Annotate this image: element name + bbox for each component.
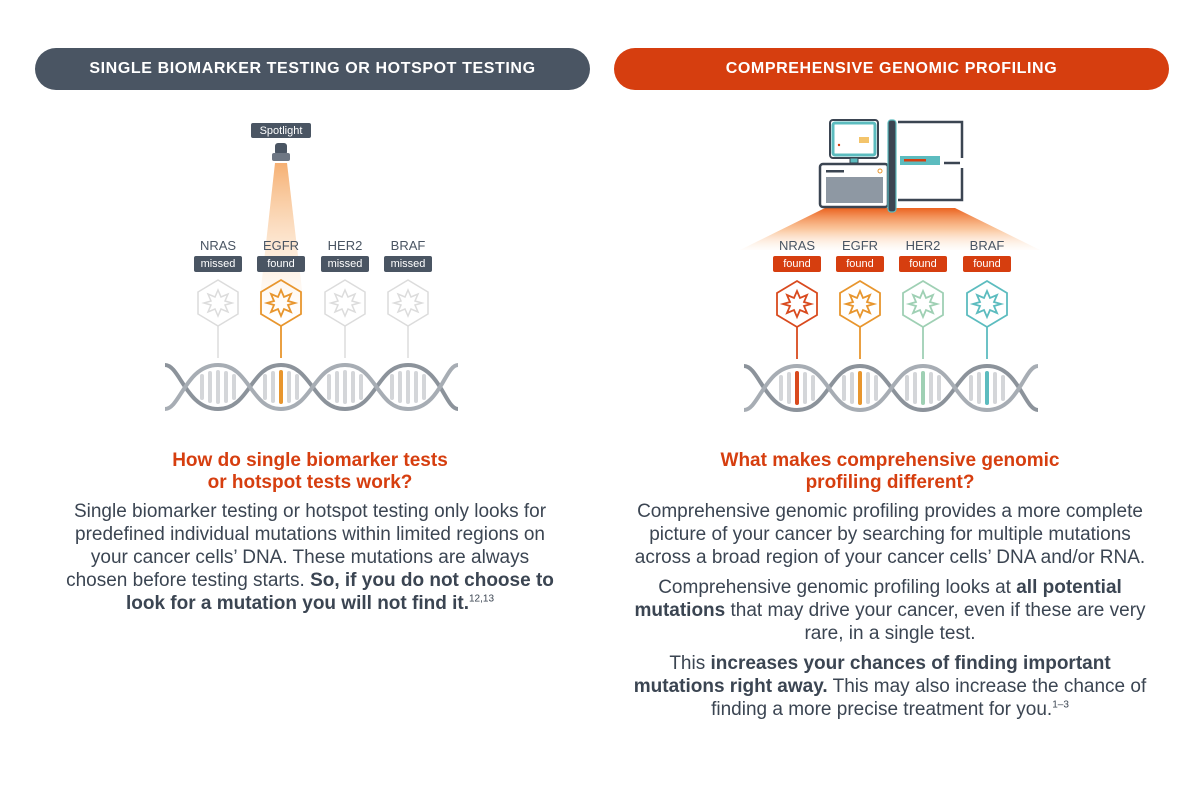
cgp-illustration: NRAS EGFR HER2 BRAF found found found fo…: [740, 110, 1040, 415]
body-emphasis: all potential mutations: [634, 577, 1122, 621]
cgp-paragraph-2: Comprehensive genomic profiling looks at…: [630, 576, 1150, 645]
hexagon-star-mutation-icon: [902, 279, 944, 359]
hexagon-star-mutation-icon: [197, 279, 239, 358]
gene-label-braf: BRAF: [969, 238, 1005, 253]
question-line: What makes comprehensive genomic: [720, 450, 1060, 471]
body-text: This: [669, 653, 711, 674]
sequencing-machine-icon: [818, 119, 964, 213]
single-biomarker-explanation: How do single biomarker tests or hotspot…: [60, 450, 560, 622]
single-biomarker-header-label: SINGLE BIOMARKER TESTING OR HOTSPOT TEST…: [89, 60, 536, 77]
mutation-markers: [197, 278, 429, 358]
status-badge-nras: found: [773, 256, 821, 272]
gene-label-egfr: EGFR: [841, 238, 879, 253]
single-biomarker-header: SINGLE BIOMARKER TESTING OR HOTSPOT TEST…: [35, 48, 590, 90]
reference-superscript: 12,13: [469, 593, 495, 605]
spotlight-label: Spotlight: [251, 123, 311, 138]
dna-helix-icon: [743, 363, 1039, 413]
cgp-paragraph-1: Comprehensive genomic profiling provides…: [630, 500, 1150, 569]
gene-label-nras: NRAS: [199, 238, 237, 253]
spotlight-lamp-icon: [272, 143, 290, 161]
status-badge-egfr: found: [836, 256, 884, 272]
body-text: Single biomarker testing or hotspot test…: [66, 501, 547, 591]
cgp-paragraph-3: This increases your chances of finding i…: [630, 652, 1150, 721]
single-biomarker-question: How do single biomarker tests or hotspot…: [60, 450, 560, 494]
status-badge-her2: missed: [321, 256, 369, 272]
mutation-markers: [776, 279, 1008, 359]
question-line: profiling different?: [805, 472, 975, 493]
reference-superscript: 1–3: [1052, 699, 1069, 711]
single-biomarker-illustration: Spotlight NRAS EGFR HER2 BRAF missed fou…: [160, 115, 460, 415]
body-text: This may also increase the chance of fin…: [711, 676, 1147, 720]
sequencer-beam-graphic: [740, 208, 1040, 250]
hexagon-star-mutation-icon: [260, 278, 302, 358]
body-text: that may drive your cancer, even if thes…: [725, 600, 1146, 644]
body-emphasis: So, if you do not choose to look for a m…: [125, 570, 554, 614]
gene-label-nras: NRAS: [778, 238, 816, 253]
status-badge-egfr: found: [257, 256, 305, 272]
cgp-question: What makes comprehensive genomic profili…: [630, 450, 1150, 494]
cgp-explanation: What makes comprehensive genomic profili…: [630, 450, 1150, 728]
status-badge-nras: missed: [194, 256, 242, 272]
dna-helix-icon: [164, 362, 459, 412]
hexagon-star-mutation-icon: [776, 279, 818, 359]
gene-label-egfr: EGFR: [262, 238, 300, 253]
hexagon-star-mutation-icon: [966, 279, 1008, 359]
body-text: Comprehensive genomic profiling looks at: [658, 577, 1017, 598]
status-badge-her2: found: [899, 256, 947, 272]
hexagon-star-mutation-icon: [387, 279, 429, 358]
gene-label-braf: BRAF: [390, 238, 426, 253]
cgp-header: COMPREHENSIVE GENOMIC PROFILING: [614, 48, 1169, 90]
gene-label-her2: HER2: [327, 238, 363, 253]
question-line: How do single biomarker tests: [172, 450, 448, 471]
single-biomarker-body: Single biomarker testing or hotspot test…: [60, 500, 560, 615]
body-text: Comprehensive genomic profiling provides…: [634, 501, 1146, 568]
body-emphasis: increases your chances of finding import…: [633, 653, 1111, 697]
hexagon-star-mutation-icon: [324, 279, 366, 358]
status-badge-braf: missed: [384, 256, 432, 272]
status-badge-braf: found: [963, 256, 1011, 272]
cgp-header-label: COMPREHENSIVE GENOMIC PROFILING: [725, 60, 1058, 77]
hexagon-star-mutation-icon: [839, 279, 881, 359]
question-line: or hotspot tests work?: [207, 472, 413, 493]
gene-label-her2: HER2: [905, 238, 941, 253]
spotlight-beam-graphic: [258, 163, 305, 315]
